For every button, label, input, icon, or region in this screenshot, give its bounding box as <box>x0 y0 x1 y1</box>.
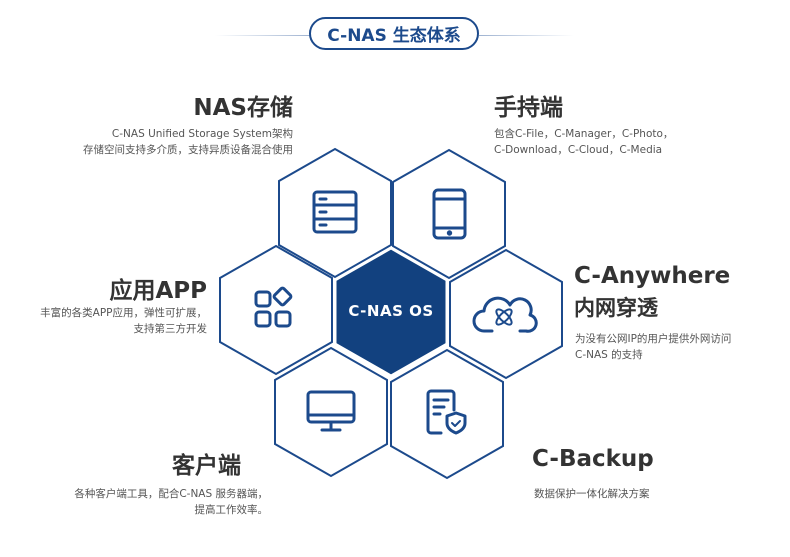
monitor-icon <box>306 390 356 432</box>
anywhere-desc-line: 为没有公网IP的用户提供外网访问 <box>575 333 732 345</box>
header-line-right <box>479 35 574 36</box>
mobile-desc-line: 包含C-File，C-Manager，C-Photo， <box>494 128 674 140</box>
apps-grid-icon <box>254 286 293 328</box>
page-title: C-NAS 生态体系 <box>309 17 479 50</box>
apps-desc-line: 支持第三方开发 <box>133 323 208 335</box>
mobile-desc-line: C-Download，C-Cloud，C-Media <box>494 144 663 156</box>
storage-desc-line: 存储空间支持多介质，支持异质设备混合使用 <box>83 144 293 156</box>
tablet-icon <box>432 188 467 240</box>
anywhere-subtitle: 内网穿透 <box>574 296 658 320</box>
apps-desc: 丰富的各类APP应用，弹性可扩展， 支持第三方开发 <box>40 305 207 337</box>
storage-desc: C-NAS Unified Storage System架构 存储空间支持多介质… <box>83 126 293 158</box>
anywhere-desc-line: C-NAS 的支持 <box>575 349 643 361</box>
server-icon <box>312 190 358 234</box>
client-desc: 各种客户端工具，配合C-NAS 服务器端， 提高工作效率。 <box>74 486 268 518</box>
shield-document-icon <box>426 389 467 435</box>
client-desc-line: 提高工作效率。 <box>194 504 269 516</box>
header-line-left <box>215 35 310 36</box>
backup-desc: 数据保护一体化解决方案 <box>534 486 650 502</box>
client-desc-line: 各种客户端工具，配合C-NAS 服务器端， <box>74 488 268 500</box>
storage-title: NAS存储 <box>193 95 293 121</box>
backup-desc-line: 数据保护一体化解决方案 <box>534 488 650 500</box>
apps-desc-line: 丰富的各类APP应用，弹性可扩展， <box>40 307 207 319</box>
hex-backup <box>390 349 504 479</box>
storage-desc-line: C-NAS Unified Storage System架构 <box>111 128 293 140</box>
mobile-desc: 包含C-File，C-Manager，C-Photo， C-Download，C… <box>494 126 673 158</box>
cloud-icon <box>472 296 538 333</box>
anywhere-desc: 为没有公网IP的用户提供外网访问 C-NAS 的支持 <box>575 331 731 363</box>
apps-title: 应用APP <box>109 278 207 304</box>
anywhere-title: C-Anywhere <box>574 263 731 289</box>
client-title: 客户端 <box>172 453 241 479</box>
mobile-title: 手持端 <box>494 95 563 121</box>
hex-client <box>274 347 388 477</box>
backup-title: C-Backup <box>532 446 654 472</box>
center-label: C-NAS OS <box>348 302 434 320</box>
